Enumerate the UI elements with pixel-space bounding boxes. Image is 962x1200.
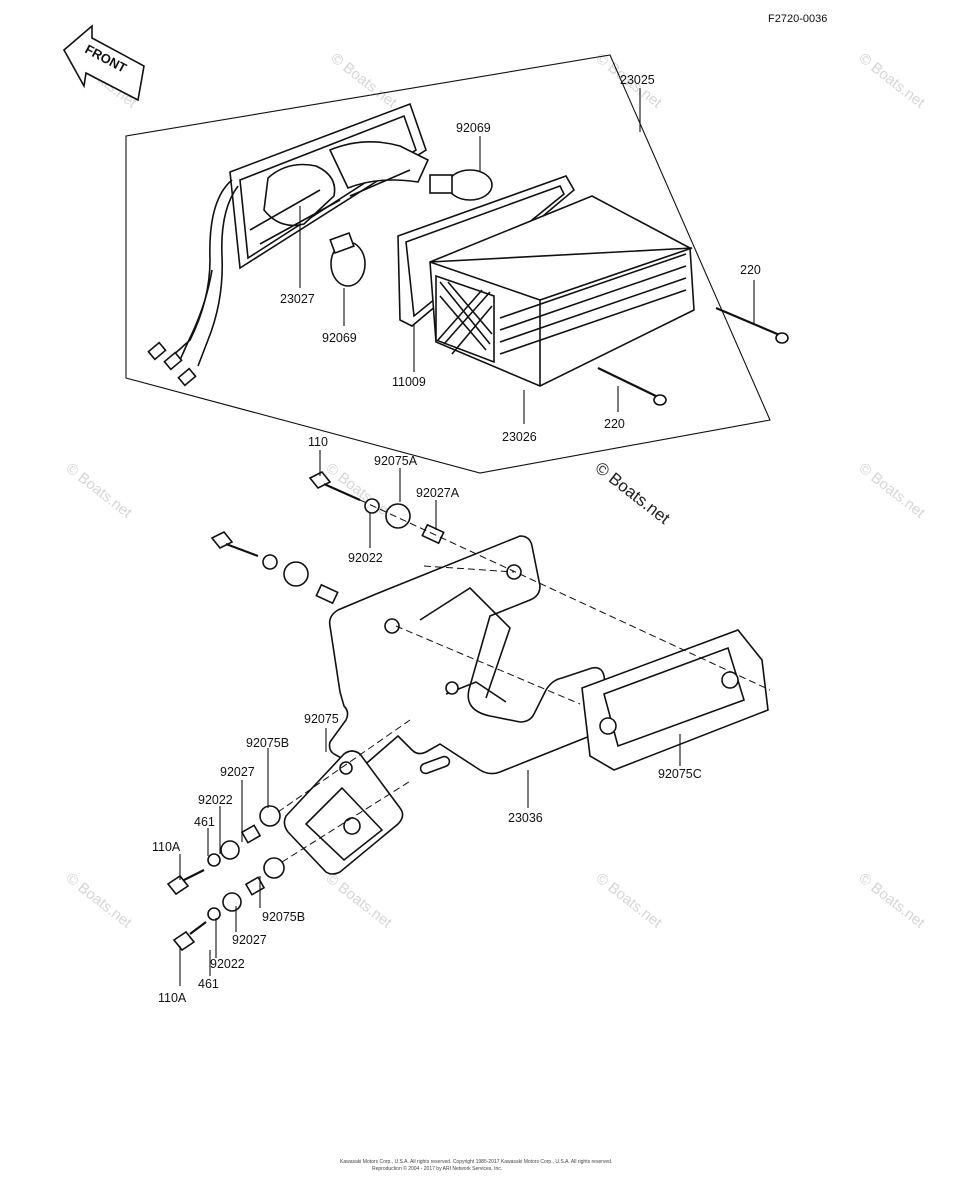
lens-cover-23026: [429, 195, 695, 387]
callout-92022-bottom: 92022: [210, 957, 245, 971]
callout-220-bottom: 220: [604, 417, 625, 431]
watermark-prominent: © Boats.net: [592, 458, 674, 528]
callout-92075B-top: 92075B: [246, 736, 289, 750]
bulb-92069-top: [429, 169, 493, 201]
callout-92022-mid: 92022: [198, 793, 233, 807]
callout-92027A: 92027A: [416, 486, 460, 500]
front-arrow-shape: [62, 24, 145, 102]
callout-92075B-bottom: 92075B: [262, 910, 305, 924]
callout-110A-bottom: 110A: [158, 991, 187, 1005]
lamp-base-23027: [147, 102, 430, 387]
callout-23025: 23025: [620, 73, 655, 87]
screw-220-top: [715, 306, 789, 344]
callout-11009: 11009: [392, 375, 426, 389]
watermark: © Boats.net: [63, 460, 136, 522]
callout-92075A: 92075A: [374, 454, 418, 468]
watermark: © Boats.net: [328, 50, 401, 112]
figure-ref: F2720-0036: [768, 13, 827, 25]
screw-220-bottom: [597, 367, 667, 406]
bracket-23036: [328, 535, 611, 775]
callout-220-top: 220: [740, 263, 761, 277]
watermark: © Boats.net: [856, 50, 929, 112]
callout-92069-bottom: 92069: [322, 331, 357, 345]
callouts: 23025 92069 23027 92069 220 11009 23026 …: [152, 73, 761, 1005]
plate-gasket-92075C: [581, 629, 769, 771]
watermark: © Boats.net: [323, 870, 396, 932]
leader-lines: [179, 88, 755, 986]
callout-92027-bottom: 92027: [232, 933, 267, 947]
callout-461-top: 461: [194, 815, 215, 829]
callout-92075: 92075: [304, 712, 339, 726]
footer-line-1: Kawasaki Motors Corp., U.S.A. All rights…: [340, 1159, 612, 1165]
alignment-lines: [277, 499, 771, 863]
callout-92027-top: 92027: [220, 765, 255, 779]
front-arrow: FRONT: [62, 24, 145, 102]
fastener-stack-lower-b: [172, 857, 285, 952]
footer: Kawasaki Motors Corp., U.S.A. All rights…: [340, 1159, 612, 1172]
callout-110A-top: 110A: [152, 840, 181, 854]
watermark: © Boats.net: [63, 870, 136, 932]
callout-23026: 23026: [502, 430, 537, 444]
bulb-92069-bottom: [329, 231, 366, 287]
callout-92069-top: 92069: [456, 121, 491, 135]
callout-23027: 23027: [280, 292, 315, 306]
callout-23036: 23036: [508, 811, 543, 825]
watermark: © Boats.net: [856, 460, 929, 522]
watermark: © Boats.net: [323, 460, 396, 522]
callout-110: 110: [308, 435, 328, 449]
fastener-stack-middle: [210, 530, 339, 605]
callout-92022-top: 92022: [348, 551, 383, 565]
callout-461-bottom: 461: [198, 977, 219, 991]
fastener-stack-upper: [308, 470, 445, 545]
plate-gasket-92075: [283, 750, 404, 875]
watermark: © Boats.net: [856, 870, 929, 932]
footer-line-2: Reproduction © 2004 - 2017 by ARI Networ…: [372, 1165, 502, 1172]
watermarks: © Boats.net © Boats.net © Boats.net © Bo…: [63, 50, 929, 932]
fastener-stack-lower-a: [166, 805, 281, 896]
callout-92075C: 92075C: [658, 767, 702, 781]
tail-lamp-assembly-outline: [125, 54, 771, 474]
watermark: © Boats.net: [593, 870, 666, 932]
